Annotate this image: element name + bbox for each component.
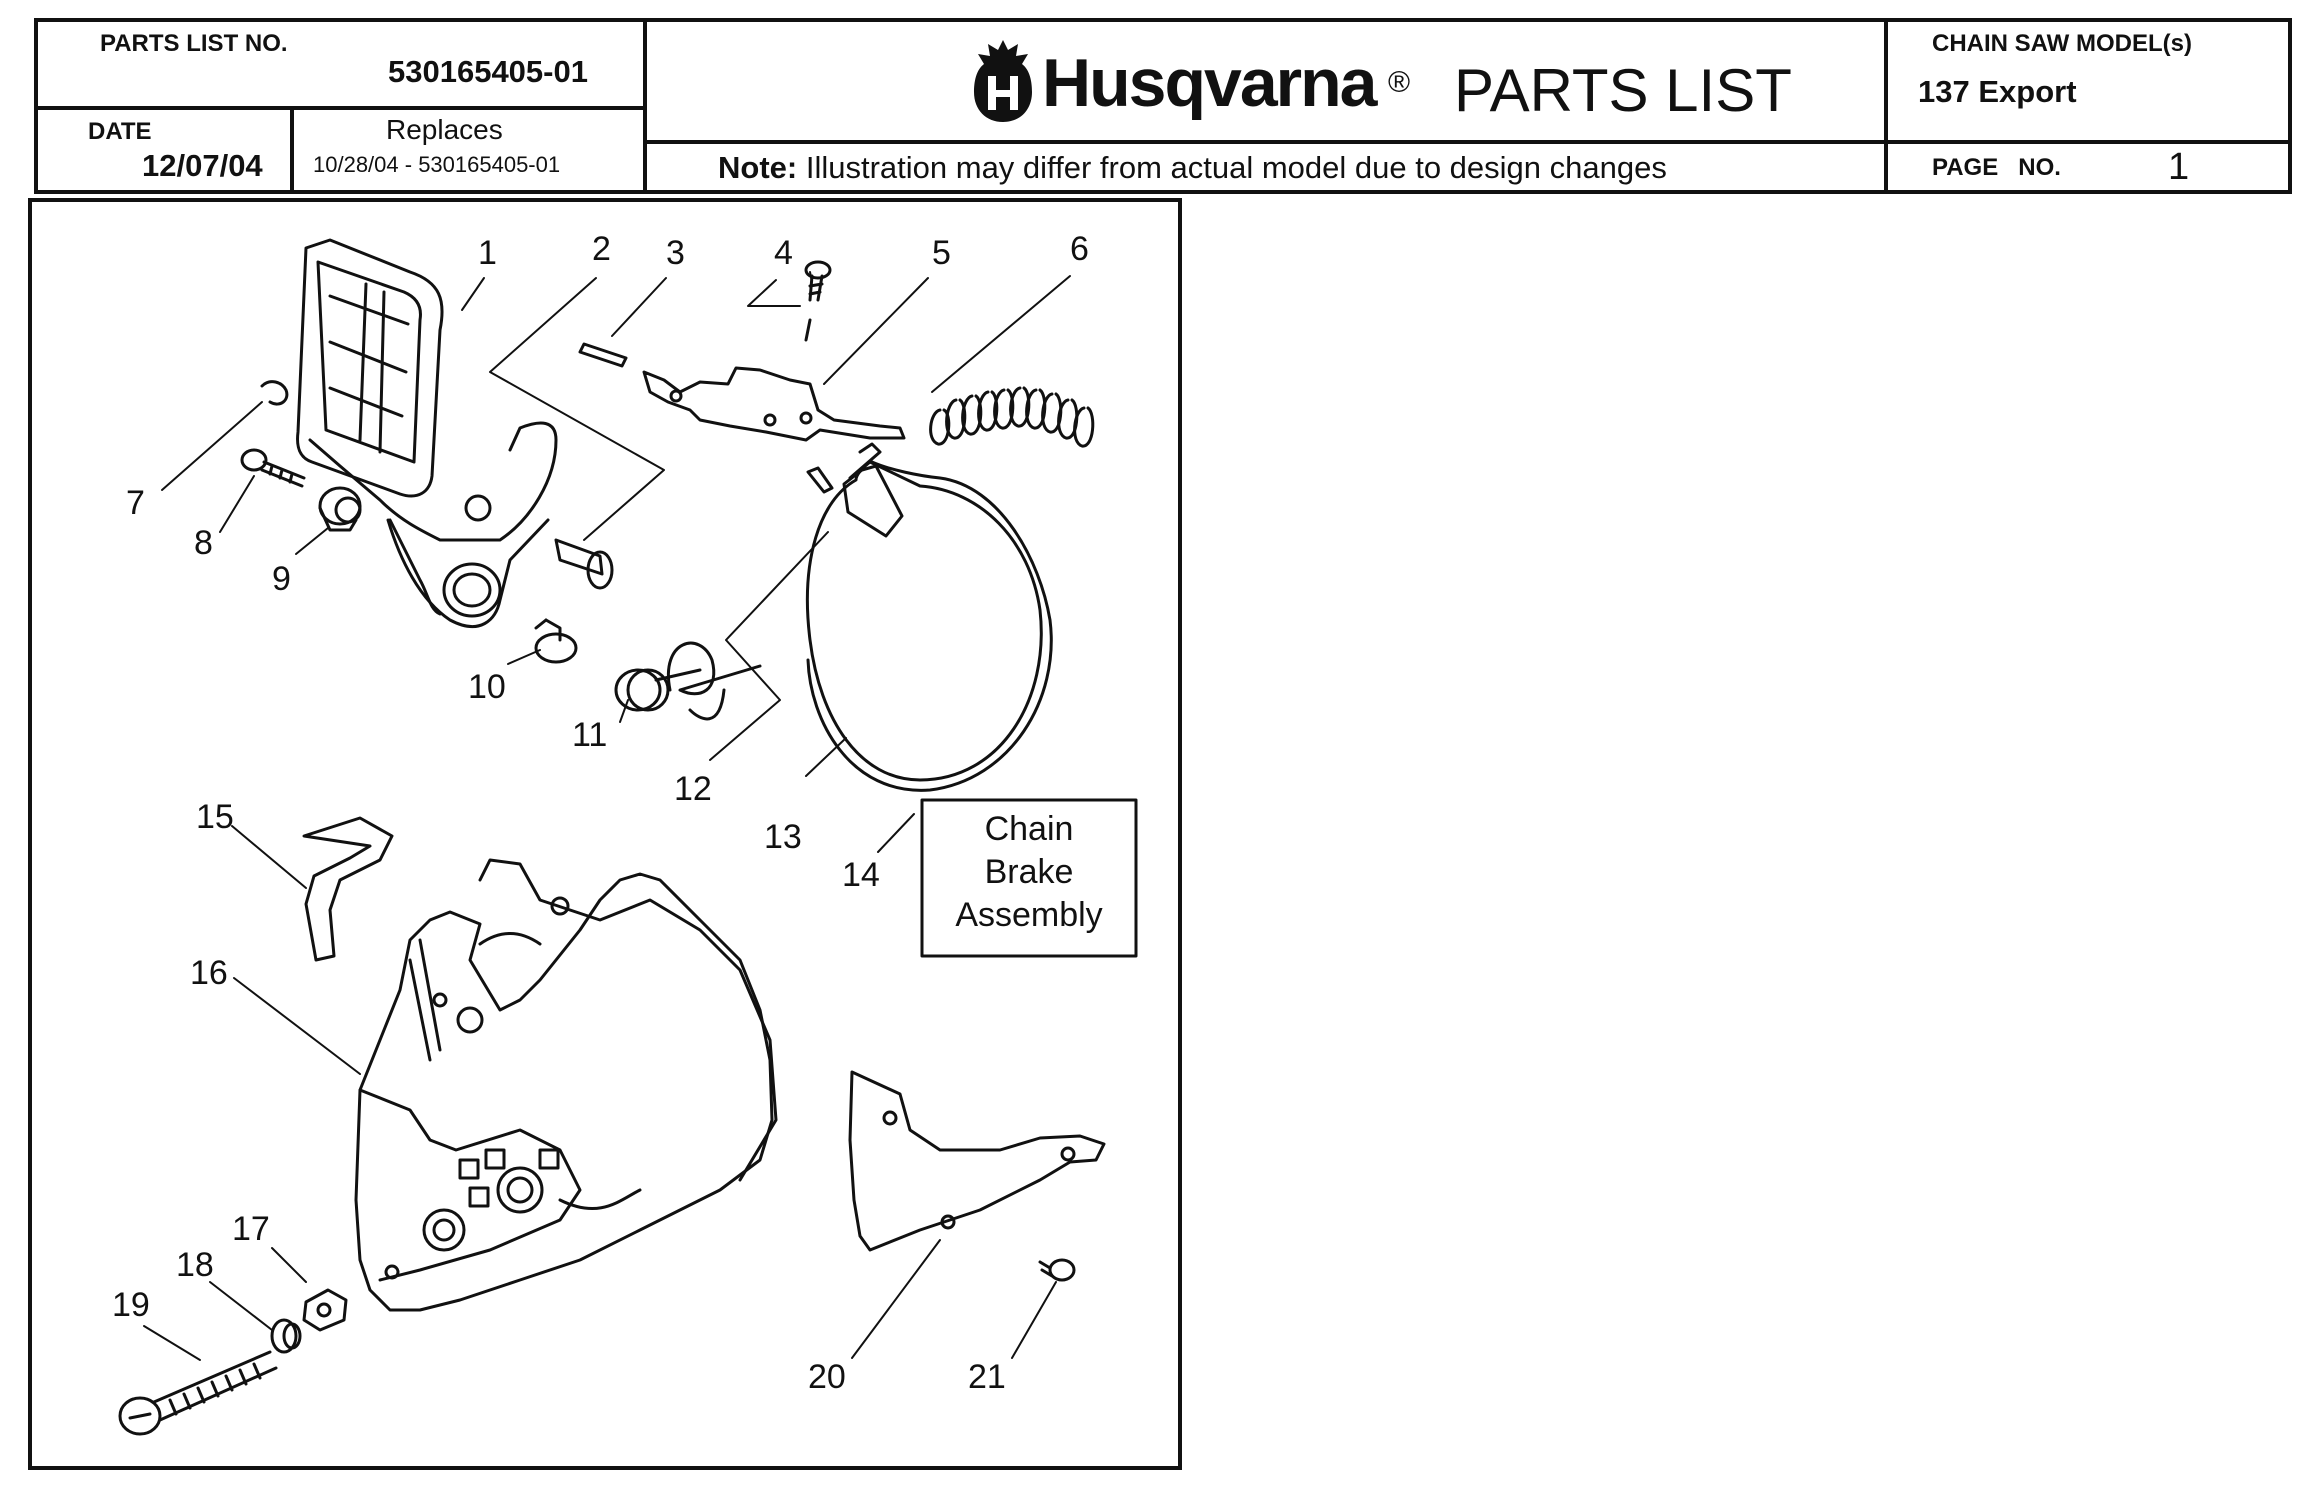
callout-17: 17 bbox=[232, 1210, 270, 1248]
date-value: 12/07/04 bbox=[142, 148, 263, 183]
brand-name: Husqvarna bbox=[1042, 45, 1377, 121]
part-18-washer bbox=[270, 1318, 302, 1354]
drawing-frame bbox=[28, 198, 1182, 1470]
part-7-clip bbox=[260, 380, 289, 406]
callout-16: 16 bbox=[190, 954, 228, 992]
callout-19: 19 bbox=[112, 1286, 150, 1324]
parts-list-no: 530165405-01 bbox=[388, 54, 588, 89]
date-label: DATE bbox=[88, 118, 152, 145]
part-5-lever bbox=[642, 366, 906, 442]
callout-13: 13 bbox=[764, 818, 802, 856]
chain-brake-assembly-label: Chain Brake Assembly bbox=[922, 808, 1136, 937]
part-10-bushing bbox=[534, 618, 578, 664]
part-2-bolt bbox=[554, 538, 614, 590]
callout-6: 6 bbox=[1070, 230, 1089, 268]
model-label: CHAIN SAW MODEL(s) bbox=[1932, 30, 2192, 57]
design-note: Note: Illustration may differ from actua… bbox=[718, 150, 1667, 186]
part-9-washer bbox=[318, 486, 362, 532]
part-15-strip bbox=[302, 816, 394, 962]
callout-3: 3 bbox=[666, 234, 685, 272]
page-number: 1 bbox=[2168, 146, 2190, 188]
part-3-pin bbox=[578, 342, 628, 368]
chain-brake-assembly-box bbox=[920, 798, 1138, 958]
replaces-value: 10/28/04 - 530165405-01 bbox=[313, 152, 561, 177]
callout-4: 4 bbox=[774, 234, 793, 272]
leader-lines bbox=[143, 271, 1071, 1361]
replaces-label: Replaces bbox=[386, 114, 503, 145]
callout-1: 1 bbox=[478, 234, 497, 272]
part-21-screw bbox=[1038, 1258, 1076, 1282]
callout-21: 21 bbox=[968, 1358, 1006, 1396]
registered-mark: ® bbox=[1388, 66, 1411, 99]
part-16-clutch-cover bbox=[354, 858, 778, 1312]
part-17-nut bbox=[302, 1288, 348, 1332]
callout-5: 5 bbox=[932, 234, 951, 272]
part-12-torsion-spring bbox=[666, 641, 762, 721]
assembly-line-1: Chain bbox=[984, 810, 1074, 848]
callout-12: 12 bbox=[674, 770, 712, 808]
part-4-screw bbox=[804, 260, 832, 342]
callout-2: 2 bbox=[592, 230, 611, 268]
part-20-bracket bbox=[848, 1070, 1106, 1252]
callout-20: 20 bbox=[808, 1358, 846, 1396]
part-11-spring-coil bbox=[614, 668, 702, 712]
page-label: PAGE NO. bbox=[1932, 154, 2061, 181]
note-text: Illustration may differ from actual mode… bbox=[805, 150, 1667, 185]
assembly-line-3: Assembly bbox=[955, 896, 1103, 934]
model-value: 137 Export bbox=[1918, 74, 2077, 109]
callout-15: 15 bbox=[196, 798, 234, 836]
part-13-brake-band bbox=[806, 442, 1053, 792]
assembly-line-2: Brake bbox=[984, 853, 1074, 891]
husqvarna-crown-logo-icon bbox=[968, 36, 1038, 126]
callout-9: 9 bbox=[272, 560, 291, 598]
callout-8: 8 bbox=[194, 524, 213, 562]
part-19-bolt bbox=[118, 1350, 278, 1436]
callout-10: 10 bbox=[468, 668, 506, 706]
parts-list-title: PARTS LIST bbox=[1454, 57, 1792, 124]
part-6-spring bbox=[929, 386, 1095, 448]
part-8-screw bbox=[240, 448, 306, 488]
callout-14: 14 bbox=[842, 856, 880, 894]
note-label: Note: bbox=[718, 150, 798, 185]
part-1-brake-handle bbox=[296, 238, 558, 628]
callout-11: 11 bbox=[572, 716, 608, 754]
callout-18: 18 bbox=[176, 1246, 214, 1284]
parts-list-no-label: PARTS LIST NO. bbox=[100, 30, 288, 57]
callout-7: 7 bbox=[126, 484, 145, 522]
